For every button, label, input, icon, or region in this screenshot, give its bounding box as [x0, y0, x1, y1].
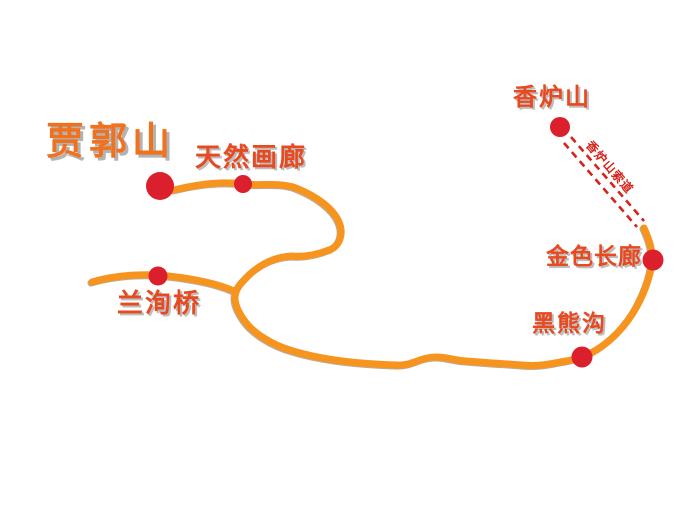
label-tianranhualang: 天然画廊 [195, 143, 308, 173]
marker-jiaguoshan [146, 172, 174, 200]
label-lanxunqiao: 兰洵桥 [117, 289, 202, 319]
cableway-line-right [570, 136, 645, 222]
label-heixionggou: 黑熊沟 [532, 311, 607, 337]
marker-jinsechanglang [642, 249, 664, 271]
marker-xiangelushan [550, 117, 570, 137]
marker-tianranhualang [234, 175, 252, 193]
trail-paths [88, 179, 656, 369]
marker-heixionggou [571, 346, 593, 368]
cableway-lines [563, 136, 645, 228]
location-markers [146, 117, 664, 368]
label-jinsechanglang: 金色长廊 [546, 244, 642, 270]
trail-path-main [170, 179, 656, 369]
cableway-line-left [563, 142, 638, 228]
label-xiangelushan: 香炉山 [513, 83, 591, 111]
map-title-jiaguoshan: 贾郭山 [46, 119, 176, 163]
marker-lanxunqiao [148, 266, 168, 286]
